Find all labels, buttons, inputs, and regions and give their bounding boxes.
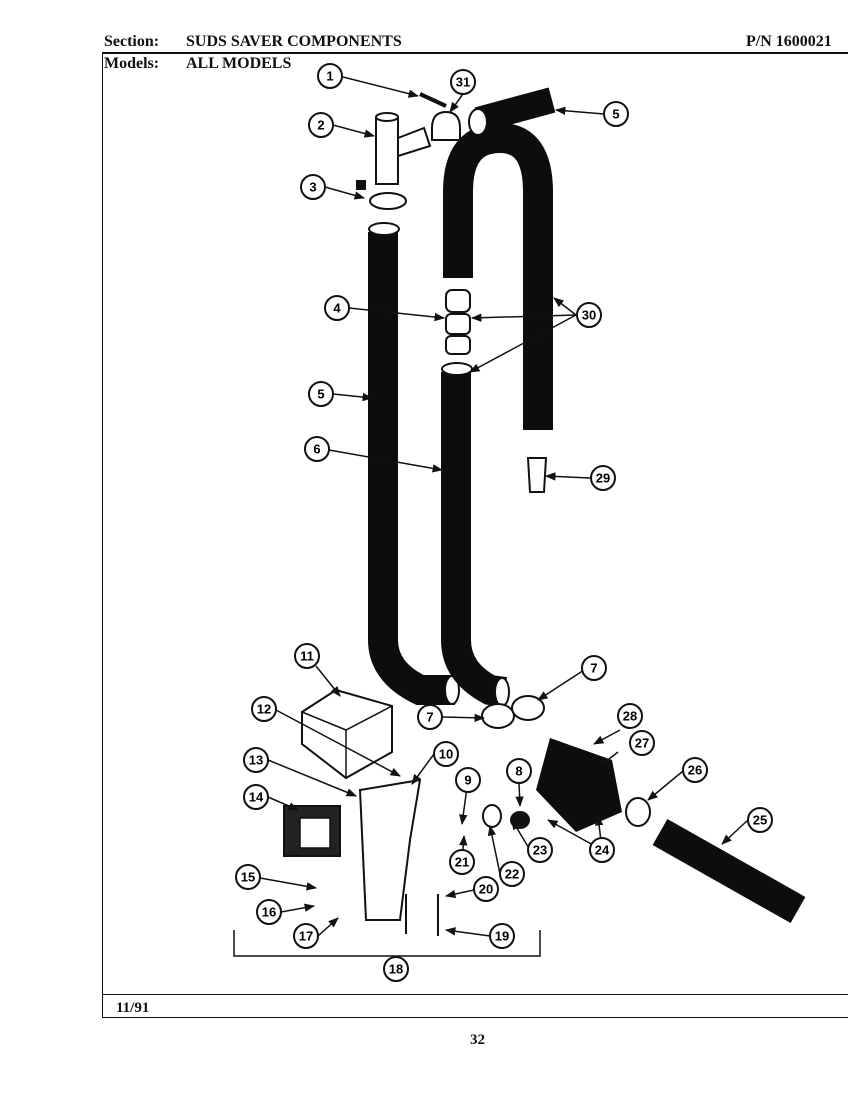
svg-text:14: 14 — [249, 790, 264, 805]
callout-22: 22 — [499, 861, 525, 887]
svg-text:20: 20 — [479, 882, 493, 897]
svg-text:29: 29 — [596, 471, 610, 486]
part-hose-end-29 — [526, 457, 548, 493]
svg-text:28: 28 — [623, 709, 637, 724]
callout-23: 23 — [527, 837, 553, 863]
svg-text:11: 11 — [300, 649, 314, 664]
svg-text:23: 23 — [533, 843, 547, 858]
callout-16: 16 — [256, 899, 282, 925]
svg-text:4: 4 — [333, 301, 341, 316]
callout-31: 31 — [450, 69, 476, 95]
svg-text:13: 13 — [249, 753, 263, 768]
models-value: ALL MODELS — [186, 55, 292, 72]
svg-text:5: 5 — [317, 387, 324, 402]
part-number: P/N 1600021 — [746, 33, 832, 50]
models-label: Models: — [104, 55, 160, 72]
part-drain-hose-25 — [652, 818, 806, 924]
diagram-frame — [102, 54, 848, 1018]
callout-3: 3 — [300, 174, 326, 200]
callout-20: 20 — [473, 876, 499, 902]
callout-24: 24 — [589, 837, 615, 863]
callout-6: 6 — [304, 436, 330, 462]
part-pump-motor — [283, 805, 341, 857]
svg-text:12: 12 — [257, 702, 271, 717]
callout-26: 26 — [682, 757, 708, 783]
callout-25: 25 — [747, 807, 773, 833]
svg-text:26: 26 — [688, 763, 702, 778]
svg-text:30: 30 — [582, 308, 596, 323]
callout-13: 13 — [243, 747, 269, 773]
header-rule — [102, 52, 848, 54]
callout-27: 27 — [629, 730, 655, 756]
svg-text:15: 15 — [241, 870, 255, 885]
part-hose-loop — [443, 87, 556, 430]
part-clamp-31 — [419, 92, 461, 141]
part-clamps-7 — [481, 695, 545, 729]
callout-7-left: 7 — [417, 704, 443, 730]
svg-text:8: 8 — [515, 764, 522, 779]
svg-text:24: 24 — [595, 843, 610, 858]
callout-4: 4 — [324, 295, 350, 321]
svg-text:7: 7 — [590, 661, 597, 676]
part-connector — [445, 289, 471, 355]
svg-text:7: 7 — [426, 710, 433, 725]
footer-date: 11/91 — [116, 1000, 150, 1016]
callout-9: 9 — [455, 767, 481, 793]
callout-21: 21 — [449, 849, 475, 875]
svg-text:9: 9 — [464, 773, 471, 788]
section-label: Section: — [104, 33, 160, 50]
leader-lines — [233, 76, 749, 957]
svg-text:19: 19 — [495, 929, 509, 944]
callout-2: 2 — [308, 112, 334, 138]
svg-text:25: 25 — [753, 813, 767, 828]
svg-text:27: 27 — [635, 736, 649, 751]
svg-text:31: 31 — [456, 75, 470, 90]
svg-text:21: 21 — [455, 855, 469, 870]
callout-1: 1 — [317, 63, 343, 89]
part-hose-left — [368, 222, 460, 705]
part-hose-center — [441, 362, 510, 707]
callout-30: 30 — [576, 302, 602, 328]
callout-29: 29 — [590, 465, 616, 491]
svg-text:2: 2 — [317, 118, 324, 133]
callout-28: 28 — [617, 703, 643, 729]
callout-12: 12 — [251, 696, 277, 722]
callout-17: 17 — [293, 923, 319, 949]
svg-text:18: 18 — [389, 962, 403, 977]
page-number: 32 — [470, 1032, 485, 1048]
svg-text:1: 1 — [326, 69, 333, 84]
part-clamp-26 — [625, 797, 651, 827]
callout-7-right: 7 — [581, 655, 607, 681]
part-clamp-top — [356, 180, 407, 210]
svg-text:10: 10 — [439, 747, 453, 762]
footer-rule — [102, 994, 848, 995]
svg-text:16: 16 — [262, 905, 276, 920]
callout-19: 19 — [489, 923, 515, 949]
svg-text:17: 17 — [299, 929, 313, 944]
part-tee — [375, 112, 432, 185]
callout-8: 8 — [506, 758, 532, 784]
callout-10: 10 — [433, 741, 459, 767]
svg-text:5: 5 — [612, 107, 619, 122]
part-pump-housing — [482, 738, 622, 832]
svg-text:3: 3 — [309, 180, 316, 195]
svg-text:6: 6 — [313, 442, 320, 457]
callout-5-top: 5 — [603, 101, 629, 127]
svg-text:22: 22 — [505, 867, 519, 882]
callout-5-left: 5 — [308, 381, 334, 407]
callout-14: 14 — [243, 784, 269, 810]
callout-15: 15 — [235, 864, 261, 890]
callouts: 1 2 3 4 5 5 6 7 7 8 9 10 11 12 13 14 15 … — [235, 63, 773, 982]
callout-11: 11 — [294, 643, 320, 669]
section-title: SUDS SAVER COMPONENTS — [186, 33, 402, 50]
part-bracket — [358, 778, 439, 936]
callout-18: 18 — [383, 956, 409, 982]
